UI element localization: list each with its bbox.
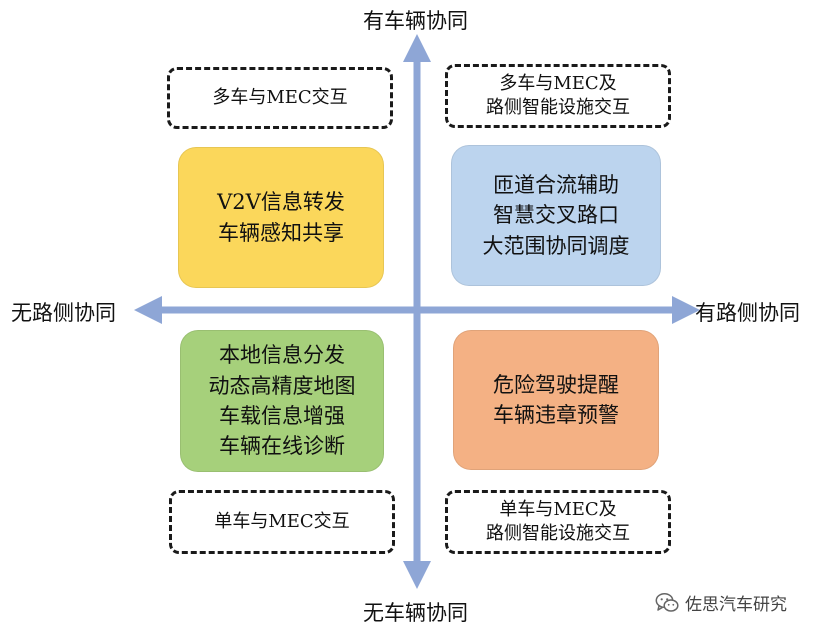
- use-case-item: 大范围协同调度: [482, 233, 630, 258]
- interaction-line: 路侧智能设施交互: [486, 97, 630, 118]
- quadrant-card-bottom-right: 危险驾驶提醒 车辆违章预警: [453, 330, 659, 470]
- wechat-icon: [655, 592, 679, 612]
- use-case-item: 车辆违章预警: [493, 403, 619, 427]
- interaction-line: 多车与MEC及: [499, 72, 617, 94]
- watermark-text: 佐思汽车研究: [685, 595, 787, 615]
- quadrant-card-top-right: 匝道合流辅助 智慧交叉路口 大范围协同调度: [451, 145, 661, 286]
- use-case-item: 匝道合流辅助: [493, 172, 619, 197]
- quadrant-card-top-left: V2V信息转发 车辆感知共享: [178, 147, 384, 288]
- use-case-item: 车辆在线诊断: [219, 434, 345, 459]
- use-case-item: 车载信息增强: [219, 404, 345, 428]
- axis-label-vehicle-collab: 有车辆协同: [363, 9, 468, 33]
- quadrant-card-bottom-left: 本地信息分发 动态高精度地图 车载信息增强 车辆在线诊断: [180, 330, 384, 472]
- axis-label-no-vehicle-collab: 无车辆协同: [363, 601, 468, 625]
- use-case-item: 智慧交叉路口: [493, 203, 619, 228]
- axis-label-no-roadside-collab: 无路侧协同: [11, 301, 116, 325]
- use-case-item: V2V信息转发: [217, 190, 345, 215]
- interaction-box-top-left: 多车与MEC交互: [167, 67, 393, 129]
- interaction-box-bottom-right: 单车与MEC及 路侧智能设施交互: [445, 490, 671, 554]
- interaction-box-top-right: 多车与MEC及 路侧智能设施交互: [445, 64, 671, 128]
- interaction-box-bottom-left: 单车与MEC交互: [169, 490, 395, 554]
- watermark: 佐思汽车研究: [655, 590, 787, 615]
- interaction-line: 多车与MEC交互: [212, 86, 348, 108]
- use-case-item: 本地信息分发: [219, 343, 345, 368]
- interaction-line: 单车与MEC交互: [214, 510, 350, 532]
- interaction-line: 路侧智能设施交互: [486, 523, 630, 544]
- use-case-item: 车辆感知共享: [218, 220, 344, 245]
- use-case-item: 动态高精度地图: [208, 373, 356, 398]
- interaction-line: 单车与MEC及: [499, 498, 617, 520]
- use-case-item: 危险驾驶提醒: [493, 372, 619, 397]
- axis-label-roadside-collab: 有路侧协同: [695, 301, 800, 325]
